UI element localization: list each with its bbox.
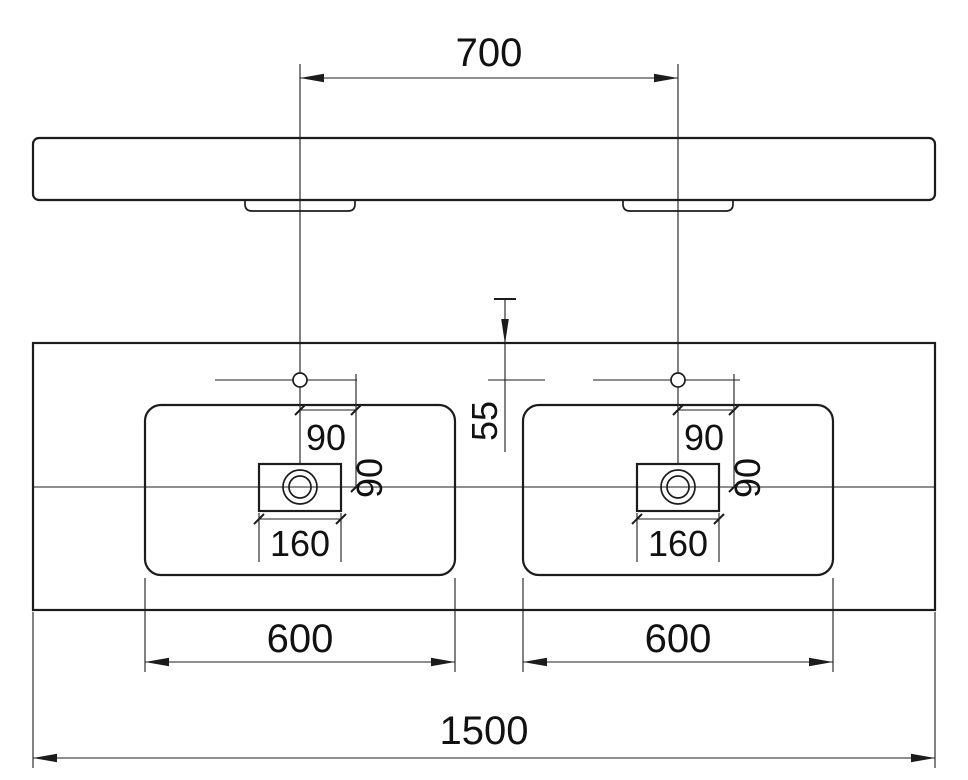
dim-faucet-setback: 55 [464, 298, 516, 452]
dim-label-700: 700 [456, 31, 523, 75]
basin-left-outline [143, 403, 457, 577]
dim-label-160-left: 160 [270, 523, 330, 564]
dim-cluster-basin-right: 90 90 160 600 [522, 374, 834, 672]
tick [253, 513, 265, 525]
dim-cluster-basin-left: 90 90 160 600 [144, 374, 456, 672]
tick [728, 481, 740, 493]
drain-outer-circle-left [282, 469, 318, 505]
dim-label-1500: 1500 [440, 709, 529, 753]
drain-flange-left [257, 462, 343, 513]
drain-outer-circle-right [660, 469, 696, 505]
tick [294, 404, 306, 416]
countertop-side-profile [31, 136, 937, 202]
dim-label-600-right: 600 [645, 617, 712, 661]
dim-arrow-55 [501, 319, 509, 344]
dim-overall-width: 1500 [32, 612, 936, 768]
countertop-plan-outline [31, 341, 937, 612]
dim-label-90h-left: 90 [306, 417, 346, 458]
dim-label-55: 55 [464, 401, 505, 441]
dim-label-600-left: 600 [267, 617, 334, 661]
plan-view [31, 341, 937, 612]
tick [713, 513, 725, 525]
dim-label-90v-right: 90 [727, 458, 768, 498]
dim-label-90v-left: 90 [349, 458, 390, 498]
dim-faucet-spacing: 700 [300, 31, 678, 83]
faucet-hole-left [292, 372, 308, 388]
drain-inner-circle-left [288, 475, 312, 499]
tick [728, 404, 740, 416]
basin-right-outline [521, 403, 835, 577]
drain-flange-right [635, 462, 721, 513]
tick [672, 404, 684, 416]
faucet-hole-right [670, 372, 686, 388]
tick [350, 481, 362, 493]
side-view [31, 136, 937, 212]
tick [631, 513, 643, 525]
dim-label-160-right: 160 [648, 523, 708, 564]
tick [350, 404, 362, 416]
tick [335, 513, 347, 525]
drain-inner-circle-right [666, 475, 690, 499]
dim-label-90h-right: 90 [684, 417, 724, 458]
